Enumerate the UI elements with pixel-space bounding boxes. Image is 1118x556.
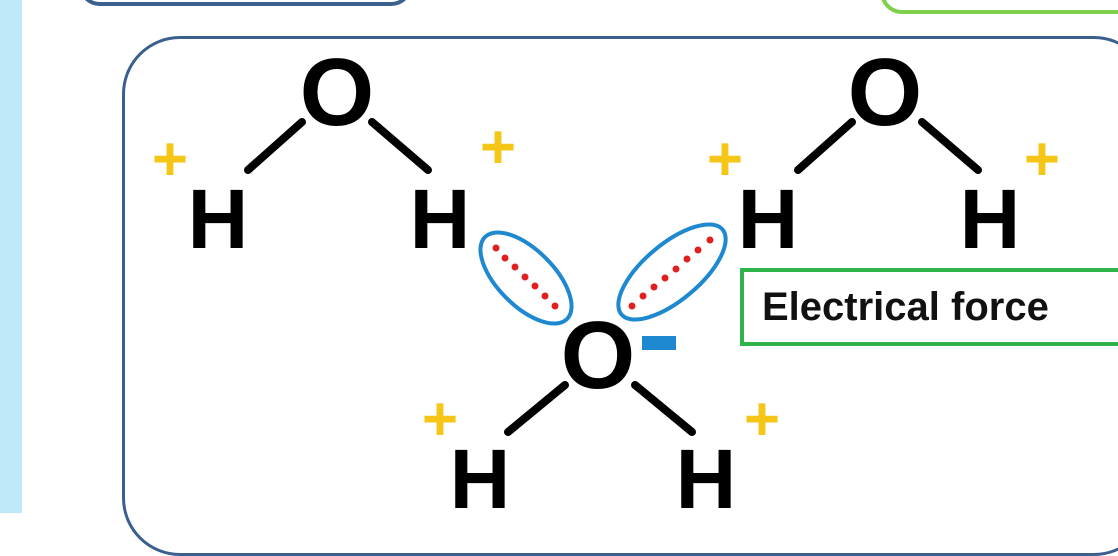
hydrogen-atom: H [676, 432, 737, 513]
hydrogen-atom: H [188, 172, 249, 266]
hydrogen-atom: H [450, 432, 511, 513]
positive-charge: + [1024, 125, 1060, 194]
bond-line [794, 118, 856, 174]
oxygen-atom: O [848, 39, 923, 146]
water-molecule-bottom: O - H H + + [422, 302, 780, 513]
positive-charge: + [152, 125, 188, 194]
attraction-dots [628, 236, 714, 310]
positive-charge: + [707, 125, 743, 194]
bond-line [631, 381, 696, 436]
water-hydrogen-bond-diagram: O H H + + O H H + + [152, 39, 1060, 513]
side-strip [0, 0, 22, 513]
positive-charge: + [422, 385, 458, 454]
water-molecule-top-left: O H H + + [152, 39, 516, 266]
attraction-right [616, 222, 728, 322]
positive-charge: + [480, 113, 516, 182]
positive-charge: + [744, 385, 780, 454]
bond-line [368, 118, 432, 174]
water-molecule-top-right: O H H + + [707, 39, 1060, 266]
hydrogen-atom: H [960, 172, 1021, 266]
bond-line [918, 118, 982, 174]
bond-line [504, 381, 569, 436]
electrical-force-label: Electrical force [740, 268, 1118, 346]
attraction-left [478, 230, 574, 326]
hydrogen-atom: H [410, 172, 471, 266]
oxygen-atom: O [561, 302, 636, 409]
bond-line [244, 118, 306, 174]
attraction-outline [616, 222, 728, 322]
oxygen-atom: O [300, 39, 375, 146]
attraction-outline [478, 230, 574, 326]
negative-charge-icon [642, 336, 676, 350]
attraction-dots [492, 244, 559, 310]
hydrogen-atom: H [738, 172, 799, 266]
